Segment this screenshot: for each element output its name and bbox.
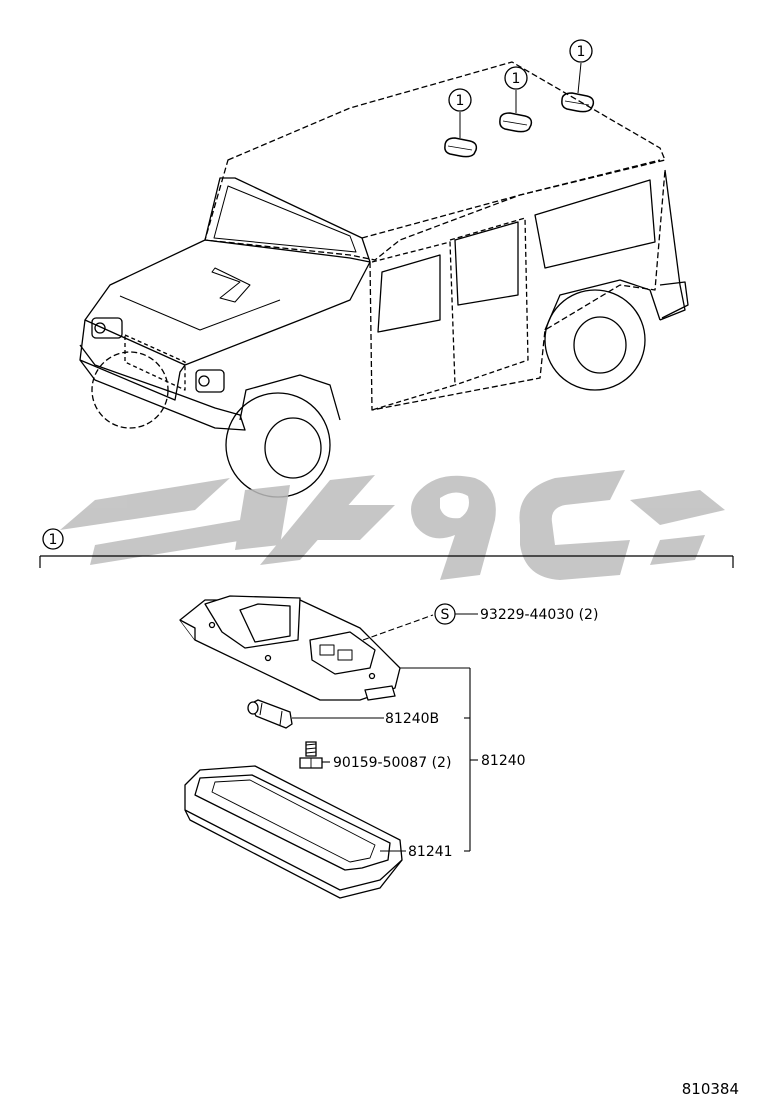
svg-text:S: S xyxy=(441,607,450,623)
svg-text:1: 1 xyxy=(577,44,586,60)
screw-90159-part-number: 90159-50087 (2) xyxy=(333,755,451,771)
leader-lines xyxy=(292,614,478,852)
lens-part-number: 81241 xyxy=(408,844,453,860)
svg-text:93229-44030 (2): 93229-44030 (2) xyxy=(480,607,598,623)
svg-text:1: 1 xyxy=(49,532,58,548)
watermark-logo xyxy=(60,470,725,580)
location-mark-3: 1 xyxy=(569,39,593,63)
section-header: 1 xyxy=(39,528,734,568)
lens-illustration xyxy=(184,765,403,899)
svg-text:1: 1 xyxy=(456,93,465,109)
figure-number: 810384 xyxy=(682,1080,739,1098)
screw-93229-label: S 93229-44030 (2) xyxy=(434,603,598,625)
location-mark-1: 1 xyxy=(448,88,472,112)
lamp-housing-illustration xyxy=(179,595,401,701)
lamp-assembly-part-number: 81240 xyxy=(481,753,526,769)
screw-illustration xyxy=(299,741,323,769)
location-mark-2: 1 xyxy=(504,66,528,90)
bulb-illustration xyxy=(247,699,293,729)
vehicle-illustration xyxy=(79,61,689,498)
svg-text:1: 1 xyxy=(512,71,521,87)
bulb-part-number: 81240B xyxy=(385,711,439,727)
